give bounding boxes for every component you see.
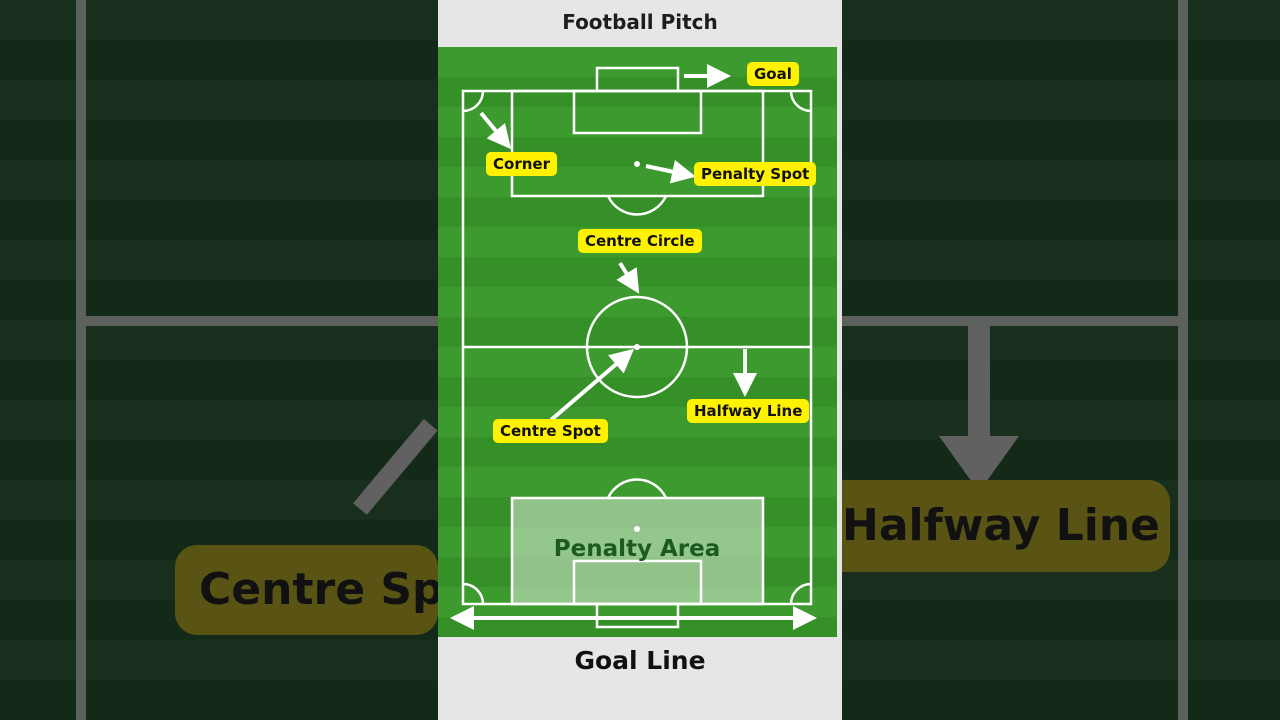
centre-spot-arrow	[549, 348, 635, 422]
corner-arc-top-left	[462, 90, 485, 113]
corner-arrow	[479, 111, 512, 150]
penalty-area-highlight	[512, 498, 763, 604]
label-halfway-line: Halfway Line	[687, 399, 810, 423]
background-halfway-line-left	[86, 316, 438, 326]
label-penalty-area: Penalty Area	[553, 536, 721, 562]
football-pitch	[438, 47, 837, 637]
centre-circle-arrow	[616, 261, 640, 294]
top-penalty-arc	[606, 195, 668, 216]
label-corner: Corner	[486, 152, 557, 176]
background-label-halfway-line: Halfway Line	[842, 480, 1170, 572]
label-penalty-spot: Penalty Spot	[694, 162, 817, 186]
background-touchline-left	[76, 0, 86, 720]
penalty-spot-arrow	[645, 159, 696, 184]
page-title: Football Pitch	[562, 10, 718, 34]
top-goal	[595, 66, 680, 93]
bottom-goal	[595, 602, 680, 629]
background-label-centre-spot: Centre Spot	[175, 545, 438, 635]
background-arrow-shaft	[968, 326, 990, 438]
centre-circle	[585, 295, 689, 399]
background-touchline-right	[1178, 0, 1188, 720]
pitch-markings	[450, 64, 817, 630]
penalty-spot-bottom	[634, 526, 640, 532]
label-goal: Goal	[747, 62, 799, 86]
label-centre-spot: Centre Spot	[493, 419, 608, 443]
corner-arc-top-right	[789, 90, 812, 113]
label-centre-circle: Centre Circle	[578, 229, 702, 253]
centre-spot	[634, 344, 640, 350]
penalty-spot-top	[634, 161, 640, 167]
goal-line-caption: Goal Line	[574, 646, 706, 675]
corner-arc-bottom-right	[789, 582, 812, 605]
top-goal-area	[572, 89, 703, 135]
background-halfway-line-right	[842, 316, 1178, 326]
bottom-penalty-arc	[606, 478, 668, 499]
corner-arc-bottom-left	[462, 582, 485, 605]
